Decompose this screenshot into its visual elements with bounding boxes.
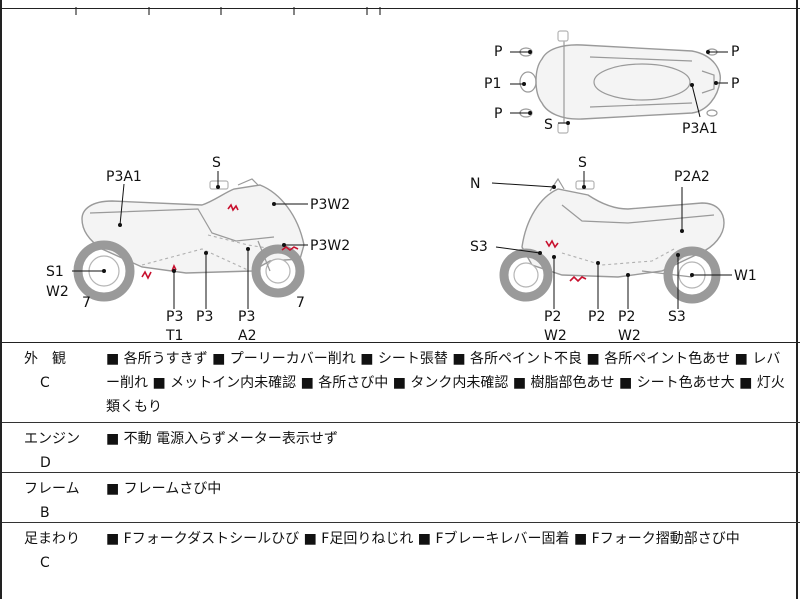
left-view-leaders xyxy=(72,171,308,309)
left-label-rear-wheel: S1 xyxy=(46,264,64,280)
top-label-mirror-right: P xyxy=(731,44,739,60)
row-category: 足まわり C xyxy=(24,527,94,575)
top-label-mirror-left: P xyxy=(494,44,502,60)
left-label-b3a: P3 xyxy=(238,309,255,325)
category-label: フレーム xyxy=(24,481,80,497)
category-label: 外 観 xyxy=(24,351,66,367)
row-category: 外 観 C xyxy=(24,347,94,395)
left-label-b1a: P3 xyxy=(166,309,183,325)
condition-table: 外 観 C ■ 各所うすきず ■ プーリーカバー削れ ■ シート張替 ■ 各所ペ… xyxy=(2,343,800,601)
left-label-num-left: 7 xyxy=(82,295,91,311)
category-grade: D xyxy=(40,455,51,471)
table-row: 足まわり C ■ Fフォークダストシールひび ■ F足回りねじれ ■ Fブレーキ… xyxy=(2,523,800,601)
damage-diagram: P P1 P S P P P3A1 xyxy=(2,8,800,344)
category-label: 足まわり xyxy=(24,531,80,547)
right-label-screen: N xyxy=(470,176,480,192)
row-category: フレーム B xyxy=(24,477,94,525)
right-view-leaders xyxy=(491,171,732,309)
left-label-body-upper: P3A1 xyxy=(106,169,142,185)
left-label-num-right: 7 xyxy=(296,295,305,311)
category-label: エンジン xyxy=(24,431,80,447)
category-grade: C xyxy=(40,375,50,391)
left-label-top: S xyxy=(212,155,221,171)
row-description: ■ 各所うすきず ■ プーリーカバー削れ ■ シート張替 ■ 各所ペイント不良 … xyxy=(106,351,785,415)
table-row: フレーム B ■ フレームさび中 xyxy=(2,473,800,523)
right-label-b4: S3 xyxy=(668,309,686,325)
scooter-right-view xyxy=(499,177,725,304)
table-row: 外 観 C ■ 各所うすきず ■ プーリーカバー削れ ■ シート張替 ■ 各所ペ… xyxy=(2,343,800,423)
right-label-b3a: P2 xyxy=(618,309,635,325)
category-grade: C xyxy=(40,555,50,571)
right-label-rear-wheel: W1 xyxy=(734,268,757,284)
right-label-b1b: W2 xyxy=(544,328,567,344)
row-description: ■ フレームさび中 xyxy=(106,481,222,497)
top-label-headlight: P1 xyxy=(484,76,501,92)
category-grade: B xyxy=(40,505,50,521)
left-label-b3b: A2 xyxy=(238,328,256,344)
top-label-seat: P3A1 xyxy=(682,121,718,137)
table-row: エンジン D ■ 不動 電源入らずメーター表示せず xyxy=(2,423,800,473)
left-label-b2: P3 xyxy=(196,309,213,325)
left-label-b1b: T1 xyxy=(165,328,183,344)
row-category: エンジン D xyxy=(24,427,94,475)
right-label-front-fork: S3 xyxy=(470,239,488,255)
left-label-front-upper: P3W2 xyxy=(310,197,350,213)
left-label-rear-wheel-grade: W2 xyxy=(46,284,69,300)
right-label-b2: P2 xyxy=(588,309,605,325)
top-label-light-right: P xyxy=(731,76,739,92)
top-view-leaders xyxy=(510,50,728,125)
left-label-front-lower: P3W2 xyxy=(310,238,350,254)
row-description: ■ Fフォークダストシールひび ■ F足回りねじれ ■ Fブレーキレバー固着 ■… xyxy=(106,531,740,547)
scooter-left-view xyxy=(73,178,305,302)
right-label-body-upper: P2A2 xyxy=(674,169,710,185)
right-label-b1a: P2 xyxy=(544,309,561,325)
scooter-top-view xyxy=(519,30,721,134)
right-label-b3b: W2 xyxy=(618,328,641,344)
right-label-top: S xyxy=(578,155,587,171)
top-label-bar-end: S xyxy=(544,117,553,133)
row-description: ■ 不動 電源入らずメーター表示せず xyxy=(106,431,338,447)
top-label-lever-left: P xyxy=(494,106,502,122)
header-strip xyxy=(2,0,800,15)
